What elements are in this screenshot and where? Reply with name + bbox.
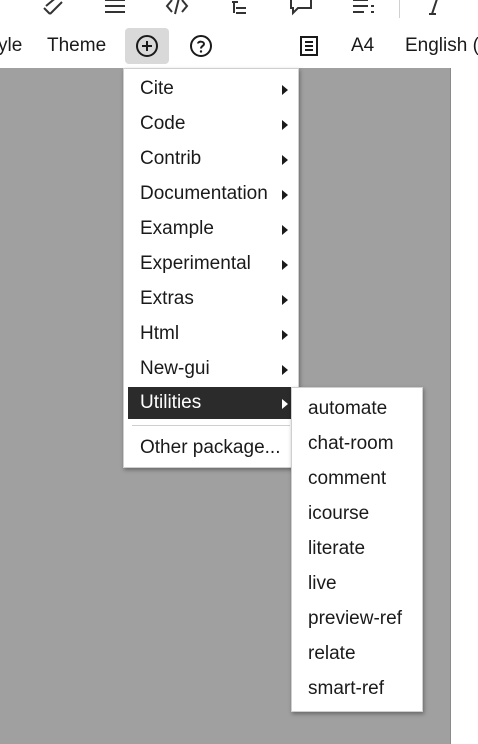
menu-item-label: Html (140, 323, 180, 344)
chevron-right-icon (282, 330, 288, 340)
menu-item-label: Code (140, 113, 186, 134)
document-icon (300, 36, 318, 56)
chevron-right-icon (282, 295, 288, 305)
menu-item-label: Extras (140, 288, 194, 309)
utilities-submenu: automate chat-room comment icourse liter… (291, 387, 423, 712)
add-package-button[interactable] (125, 28, 169, 64)
menu-item-label: Documentation (140, 183, 268, 204)
question-circle-icon (190, 35, 212, 57)
style-menu[interactable]: yle (0, 35, 23, 56)
chevron-right-icon (282, 365, 288, 375)
chevron-right-icon (282, 120, 288, 130)
submenu-item-chat-room[interactable]: chat-room (308, 433, 394, 454)
menu-item-label: Cite (140, 78, 174, 99)
submenu-item-automate[interactable]: automate (308, 398, 388, 419)
right-panel (450, 68, 478, 744)
menu-item-label: New-gui (140, 358, 210, 379)
edit-icon[interactable] (40, 0, 66, 16)
toolbar-separator (399, 0, 400, 18)
submenu-item-relate[interactable]: relate (308, 643, 356, 664)
chevron-right-icon (282, 85, 288, 95)
submenu-item-smart-ref[interactable]: smart-ref (308, 678, 384, 699)
submenu-item-live[interactable]: live (308, 573, 337, 594)
menu-item-label: Example (140, 218, 214, 239)
chevron-right-icon (282, 155, 288, 165)
chevron-right-icon (282, 399, 288, 409)
package-menu: Cite Code Contrib Documentation Example … (123, 68, 299, 468)
menu-item-other-package[interactable]: Other package... (128, 432, 294, 464)
submenu-item-icourse[interactable]: icourse (308, 503, 370, 524)
menu-item-label: Experimental (140, 253, 251, 274)
menu-item-example[interactable]: Example (128, 213, 294, 245)
language-menu[interactable]: English ( (405, 35, 478, 56)
document-button[interactable] (287, 28, 331, 64)
menu-item-contrib[interactable]: Contrib (128, 143, 294, 175)
menu-item-new-gui[interactable]: New-gui (128, 353, 294, 385)
menu-item-label: Contrib (140, 148, 202, 169)
comment-icon[interactable] (288, 0, 314, 16)
toolbar: yle Theme A4 English ( (0, 22, 478, 68)
outline-icon[interactable] (228, 0, 254, 16)
code-icon[interactable] (164, 0, 190, 16)
menu-item-documentation[interactable]: Documentation (128, 178, 294, 210)
chevron-right-icon (282, 260, 288, 270)
menu-item-label: Utilities (140, 392, 202, 413)
menu-divider (132, 425, 290, 426)
top-icon-strip (0, 0, 478, 22)
help-button[interactable] (179, 28, 223, 64)
submenu-item-comment[interactable]: comment (308, 468, 387, 489)
menu-item-html[interactable]: Html (128, 318, 294, 350)
list-icon[interactable] (350, 0, 376, 16)
menu-item-experimental[interactable]: Experimental (128, 248, 294, 280)
page-size-menu[interactable]: A4 (351, 35, 375, 56)
plus-circle-icon (136, 35, 158, 57)
menu-item-code[interactable]: Code (128, 108, 294, 140)
chevron-right-icon (282, 190, 288, 200)
menu-item-label: Other package... (140, 437, 281, 458)
chevron-right-icon (282, 225, 288, 235)
italic-icon[interactable] (422, 0, 448, 16)
submenu-item-literate[interactable]: literate (308, 538, 366, 559)
theme-menu[interactable]: Theme (47, 35, 107, 56)
menu-item-cite[interactable]: Cite (128, 73, 294, 105)
menu-icon[interactable] (102, 0, 128, 16)
submenu-item-preview-ref[interactable]: preview-ref (308, 608, 402, 629)
menu-item-utilities[interactable]: Utilities (128, 387, 294, 419)
menu-item-extras[interactable]: Extras (128, 283, 294, 315)
